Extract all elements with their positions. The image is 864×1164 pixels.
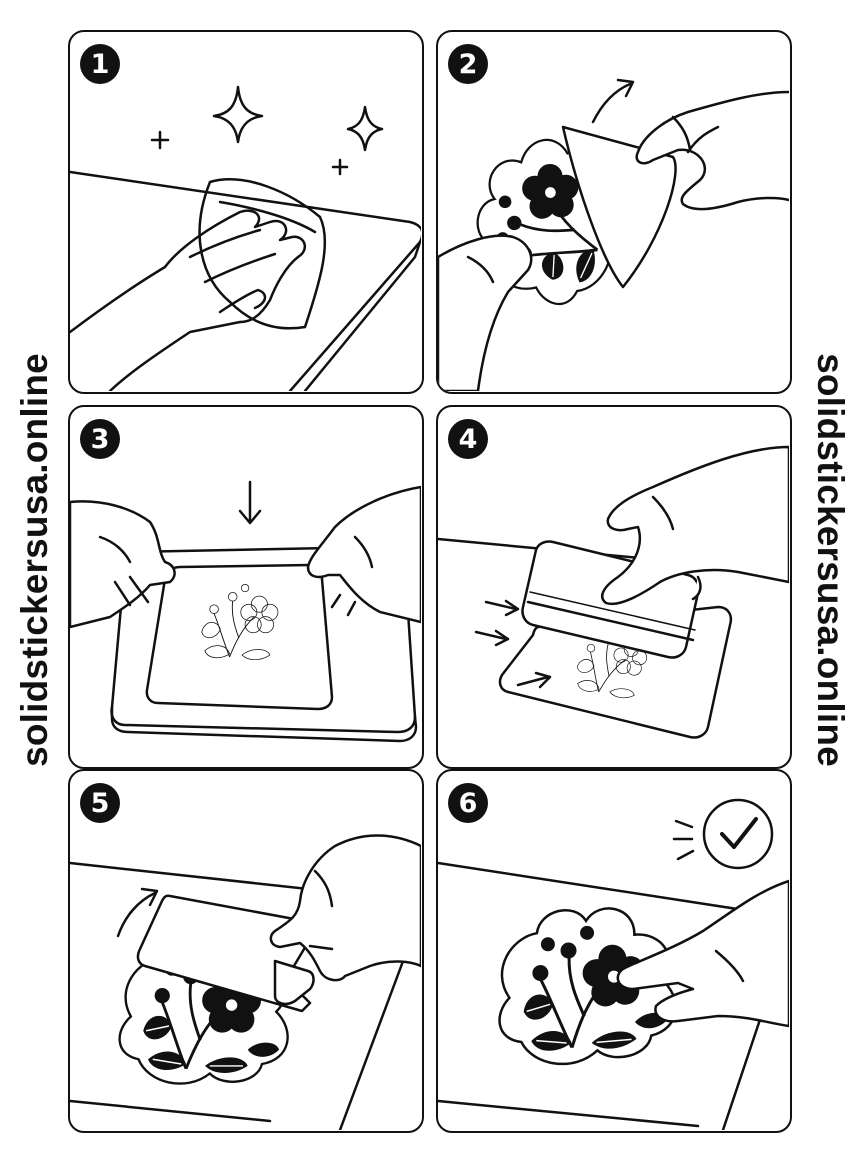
hand-icon	[70, 500, 176, 629]
step-4-panel: 4	[436, 405, 792, 769]
finger-icon	[616, 879, 789, 1028]
arrow-icon	[484, 599, 520, 617]
squeegee-illustration	[438, 445, 789, 739]
hand-icon	[70, 209, 307, 391]
step-number-badge: 4	[448, 419, 488, 459]
hand-icon	[601, 445, 789, 606]
arrow-icon	[516, 671, 552, 689]
hand-icon	[269, 834, 421, 982]
checkmark-icon	[702, 798, 774, 870]
step-5-panel: 5	[68, 769, 424, 1133]
step-number-badge: 5	[80, 783, 120, 823]
step-number-badge: 1	[80, 44, 120, 84]
peel-backing-illustration	[438, 78, 789, 391]
step-number-badge: 3	[80, 419, 120, 459]
sparkle-icon	[212, 85, 264, 144]
peel-transfer-illustration	[70, 834, 421, 1130]
hand-icon	[306, 485, 421, 624]
clean-surface-illustration	[70, 85, 421, 391]
curved-arrow-icon	[591, 78, 635, 124]
step-2-panel: 2	[436, 30, 792, 394]
step-1-panel: 1	[68, 30, 424, 394]
watermark-left: solidstickersusa.online	[14, 353, 55, 767]
down-arrow-icon	[238, 480, 262, 525]
step-6-panel: 6	[436, 769, 792, 1133]
step-number-badge: 6	[448, 783, 488, 823]
hand-icon	[438, 234, 533, 391]
watermark-right: solidstickersusa.online	[810, 353, 851, 767]
arrow-icon	[474, 629, 510, 647]
hand-icon	[635, 90, 789, 211]
sparkle-icon	[346, 105, 384, 152]
place-sticker-illustration	[70, 480, 421, 743]
step-3-panel: 3	[68, 405, 424, 769]
cloth-icon	[198, 178, 327, 330]
curved-arrow-icon	[116, 887, 159, 938]
sticker-icon	[201, 583, 279, 661]
finished-sticker-illustration	[438, 798, 789, 1130]
step-number-badge: 2	[448, 44, 488, 84]
